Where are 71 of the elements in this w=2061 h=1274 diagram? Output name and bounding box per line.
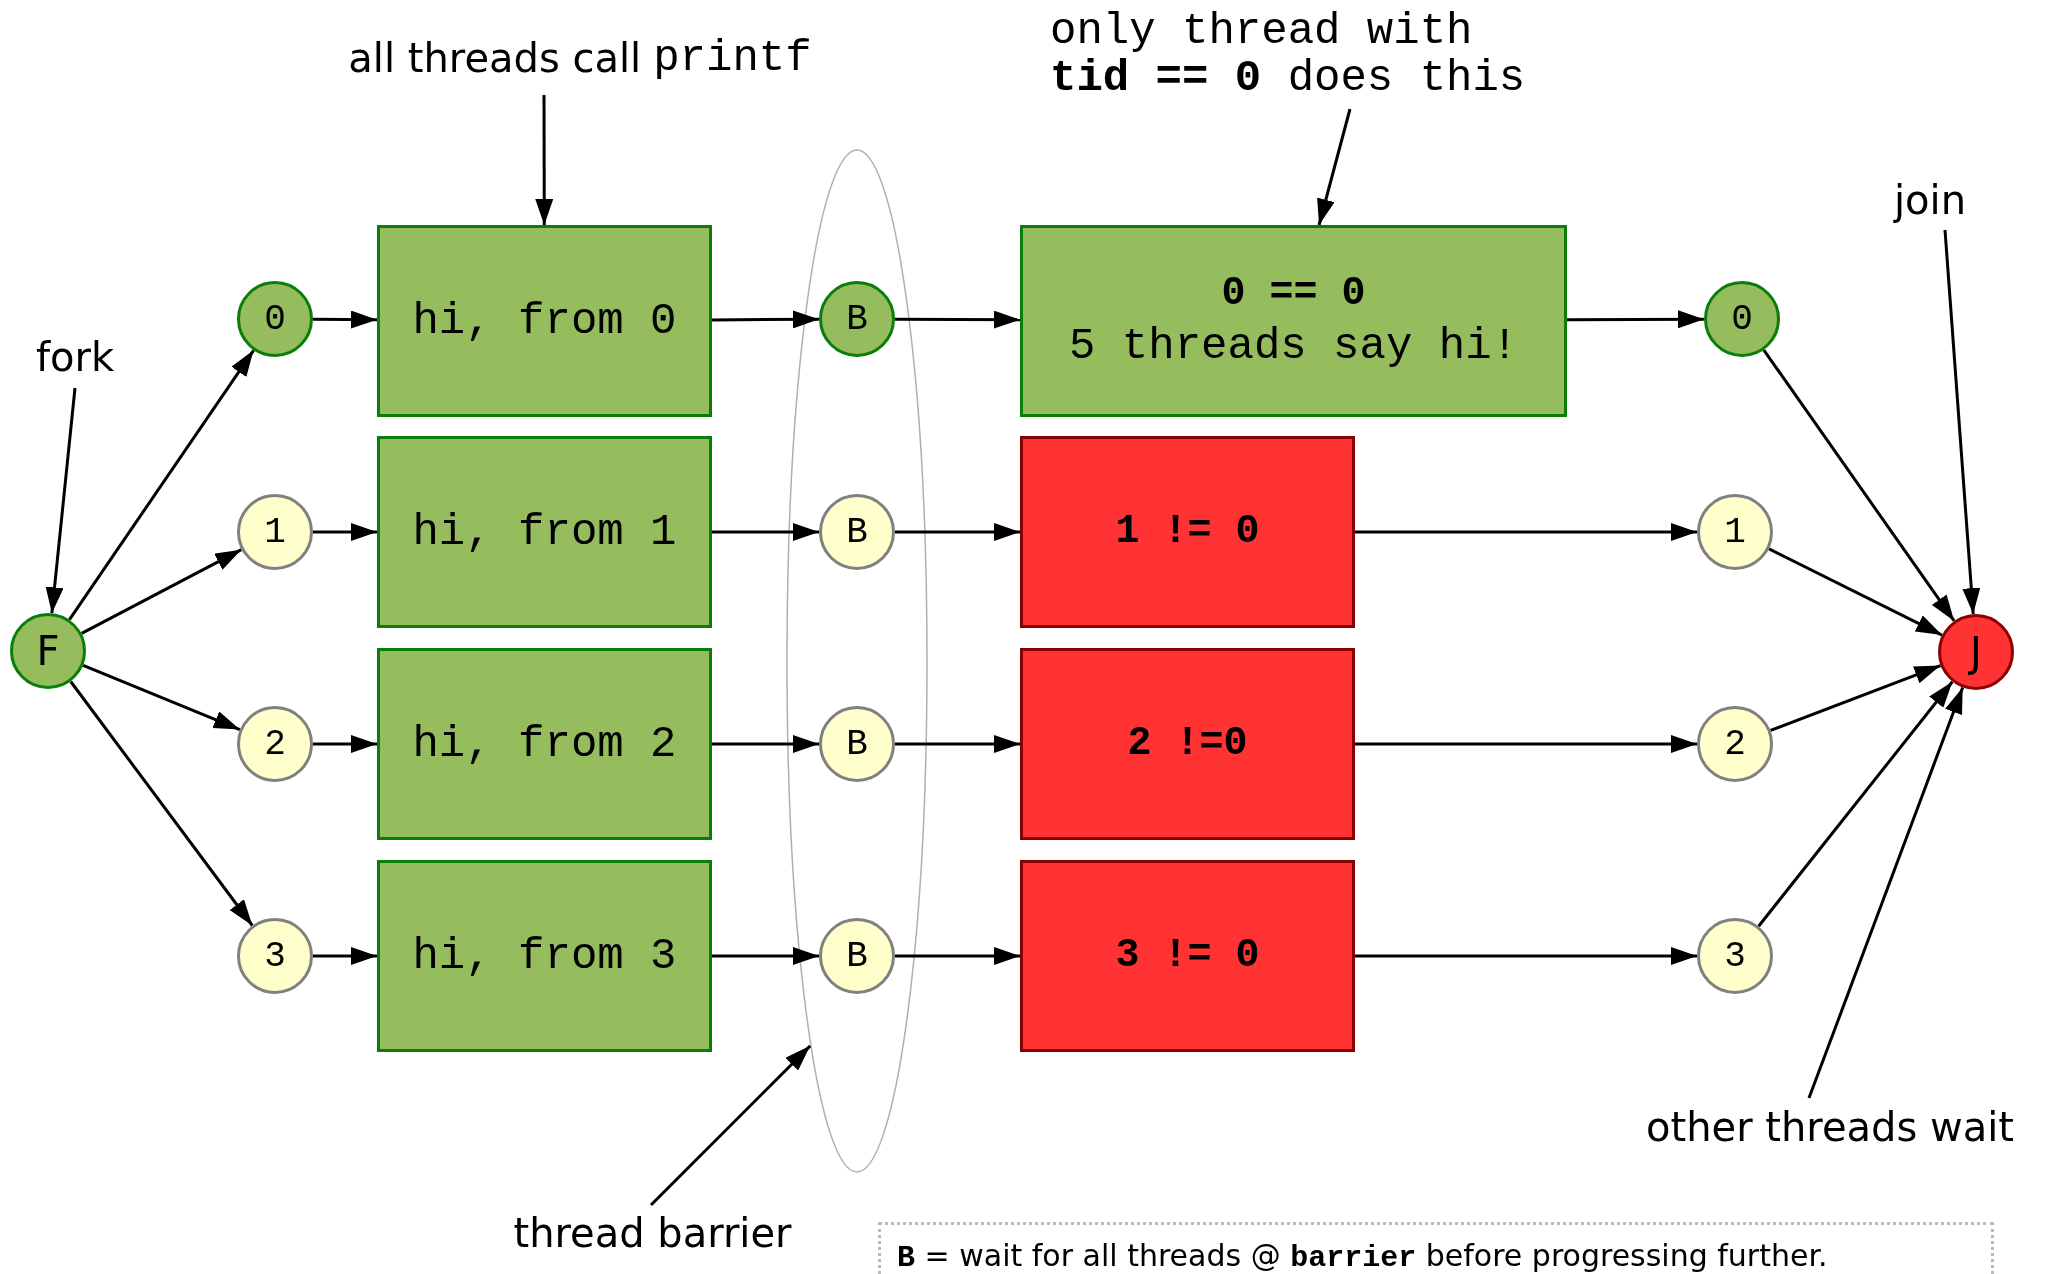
arrow [712, 523, 819, 541]
node-label: hi, from 2 [412, 717, 677, 771]
arrow [80, 548, 243, 635]
leader-arrow [1807, 687, 1965, 1099]
arrow [313, 947, 377, 965]
annotation-text: only thread with tid == 0 does this [1050, 8, 1527, 101]
process-box [1020, 225, 1567, 417]
code-text: printf [653, 31, 812, 85]
node-label: 1 [1724, 510, 1746, 555]
arrow [1567, 310, 1704, 329]
note-text: B = wait for all threads @ barrier before progressing further. [897, 1238, 1828, 1273]
node-label: B [846, 934, 868, 979]
node-label: 5 threads say hi! [1069, 319, 1518, 373]
annotation-text: join [1893, 176, 1967, 225]
node-label: J [1970, 628, 1982, 677]
arrow [82, 664, 241, 731]
arrow [712, 947, 819, 965]
node-label: 2 [1724, 722, 1746, 767]
fork-node [10, 613, 86, 689]
arrow [1355, 523, 1697, 541]
arrow [313, 523, 377, 541]
arrow [1762, 349, 1956, 622]
arrow [712, 310, 819, 329]
leader-arrow [535, 95, 554, 225]
node-label: 0 [1731, 297, 1753, 342]
arrow [313, 310, 377, 329]
arrow [1757, 680, 1954, 928]
node-label: hi, from 0 [412, 294, 677, 348]
node-label: 1 [264, 510, 286, 555]
node-label: 3 [1724, 934, 1746, 979]
node-label: 0 == 0 [1221, 269, 1366, 318]
annotation-text: all threads call [348, 33, 642, 83]
condition-box [1020, 648, 1355, 840]
arrow [68, 349, 255, 621]
arrow [69, 680, 254, 927]
node-label: 3 [264, 934, 286, 979]
node-label: B [846, 722, 868, 767]
node-label: 3 != 0 [1115, 932, 1260, 980]
condition-box [1020, 860, 1355, 1052]
annotation-text: other threads wait [1646, 1103, 2014, 1152]
node-label: 1 != 0 [1115, 508, 1260, 556]
arrow [313, 735, 377, 753]
arrow [1768, 547, 1943, 637]
arrow [895, 947, 1020, 965]
node-label: F [36, 627, 60, 676]
process-box [377, 648, 712, 840]
arrow [712, 735, 819, 753]
process-box [377, 436, 712, 628]
arrow [895, 523, 1020, 541]
leader-arrow [1943, 229, 1981, 615]
leader-arrow [1317, 108, 1352, 226]
node-label: 0 [264, 297, 286, 342]
join-node [1938, 614, 2014, 690]
arrow [895, 735, 1020, 753]
annotation-text: fork [35, 332, 115, 382]
leader-arrow [649, 1044, 812, 1207]
annotation-text: thread barrier [513, 1208, 792, 1258]
node-label: hi, from 1 [412, 505, 677, 559]
node-label: hi, from 3 [412, 929, 677, 983]
process-box [377, 225, 712, 417]
node-label: 2 !=0 [1127, 720, 1248, 768]
node-label: B [846, 297, 868, 342]
arrow [895, 310, 1020, 329]
leader-arrow [45, 387, 77, 614]
node-label: 2 [264, 722, 286, 767]
arrow [1769, 664, 1942, 732]
condition-box [1020, 436, 1355, 628]
arrow [1355, 735, 1697, 753]
arrow [1355, 947, 1697, 965]
node-label: B [846, 510, 868, 555]
process-box [377, 860, 712, 1052]
